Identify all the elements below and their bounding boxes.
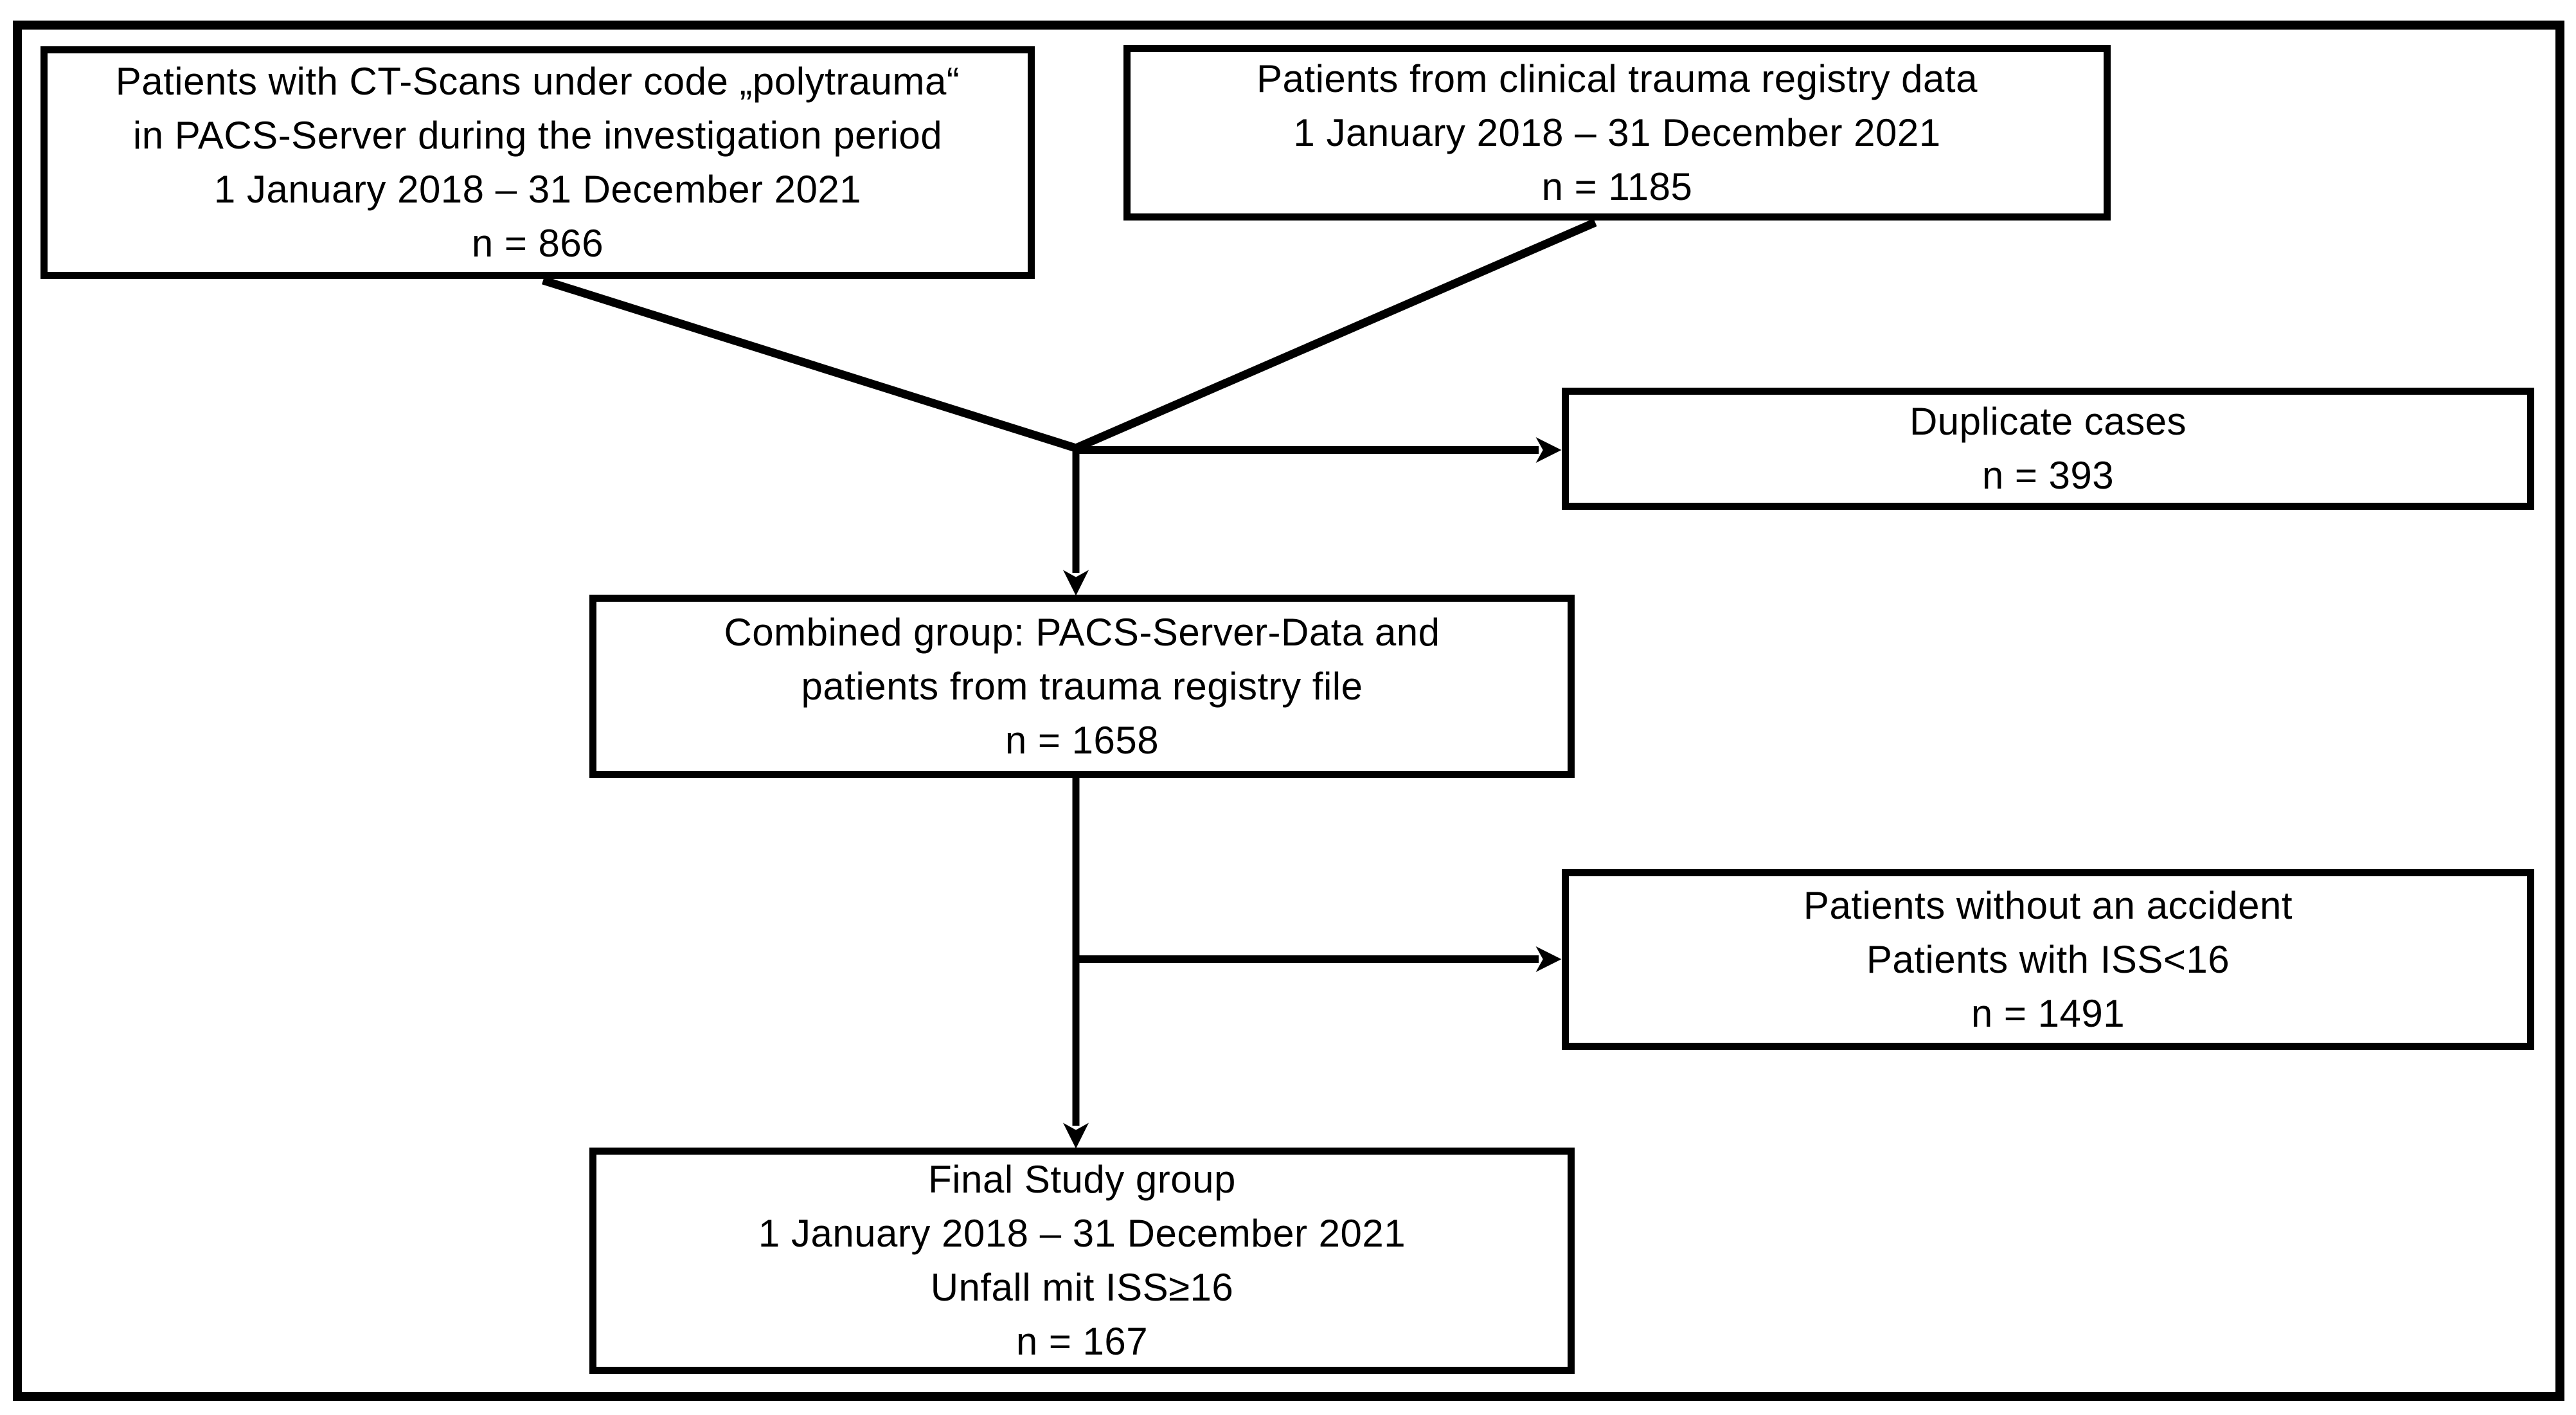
flow-box-trauma-registry: Patients from clinical trauma registry d… <box>1123 45 2111 221</box>
flow-box-duplicate-cases: Duplicate cases n = 393 <box>1562 388 2534 510</box>
flow-box-pacs-server: Patients with CT-Scans under code „polyt… <box>40 46 1035 279</box>
flow-box-line: 1 January 2018 – 31 December 2021 <box>1293 111 1941 154</box>
flow-box-final-study-group: Final Study group 1 January 2018 – 31 De… <box>589 1148 1575 1374</box>
flow-box-line: in PACS-Server during the investigation … <box>132 114 943 157</box>
flow-box-line: Patients without an accident <box>1803 883 2293 927</box>
figure-border <box>13 21 2564 1401</box>
edge-pacs-to-junction <box>542 276 1077 453</box>
flow-box-count: n = 167 <box>1015 1320 1149 1363</box>
flow-box-line: Combined group: PACS-Server-Data and <box>724 610 1440 654</box>
flow-box-line: Patients with ISS<16 <box>1866 937 2230 981</box>
flow-box-line: Final Study group <box>928 1158 1236 1201</box>
flow-box-combined-group: Combined group: PACS-Server-Data and pat… <box>589 595 1575 778</box>
flow-box-excluded-patients: Patients without an accident Patients wi… <box>1562 869 2534 1050</box>
flow-box-count: n = 1658 <box>1005 718 1159 762</box>
flow-box-line: Duplicate cases <box>1909 400 2187 443</box>
flow-box-count: n = 1185 <box>1541 165 1693 208</box>
flow-box-line: Unfall mit ISS≥16 <box>930 1266 1234 1309</box>
flow-box-line: Patients with CT-Scans under code „polyt… <box>115 60 960 103</box>
flow-box-line: Patients from clinical trauma registry d… <box>1257 57 1978 100</box>
flow-box-count: n = 1491 <box>1971 991 2125 1035</box>
edge-registry-to-junction <box>1074 219 1597 452</box>
flow-box-count: n = 866 <box>471 222 604 265</box>
flow-box-line: 1 January 2018 – 31 December 2021 <box>213 168 862 211</box>
flow-box-line: patients from trauma registry file <box>801 664 1363 708</box>
flow-box-count: n = 393 <box>1981 454 2115 497</box>
flow-box-line: 1 January 2018 – 31 December 2021 <box>758 1212 1406 1255</box>
